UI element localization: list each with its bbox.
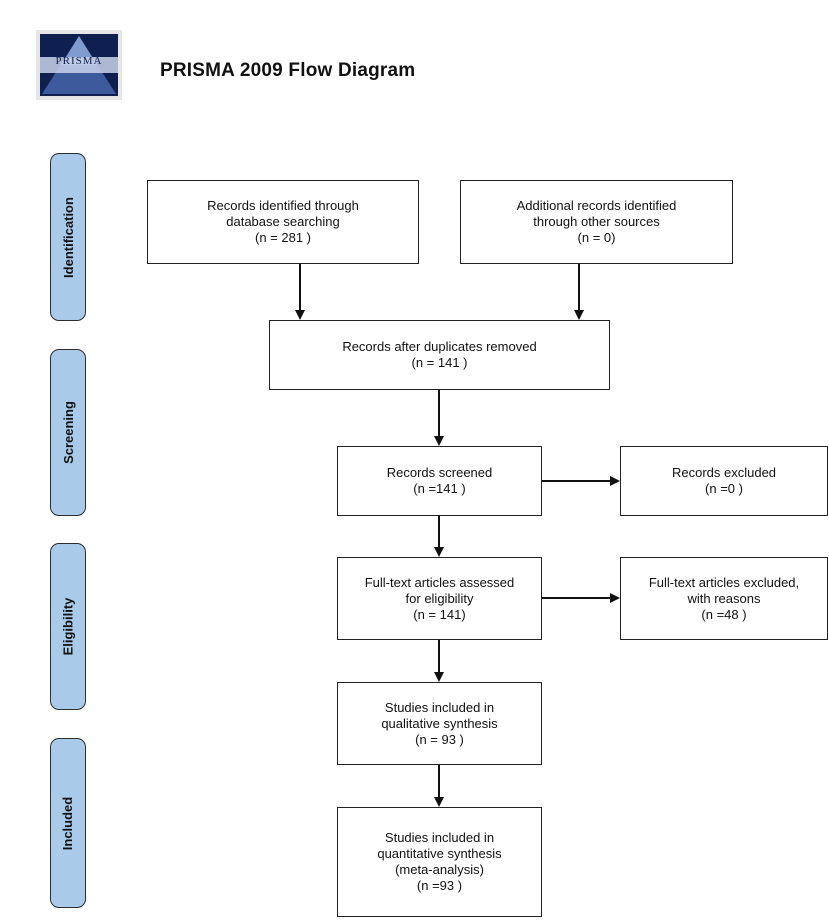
box-count: (n =0 ) xyxy=(705,481,743,496)
box-line: Full-text articles assessed xyxy=(364,574,515,590)
box-other-sources: Additional records identified through ot… xyxy=(460,180,733,264)
diagram-title: PRISMA 2009 Flow Diagram xyxy=(160,60,416,81)
phase-included: Included xyxy=(50,738,86,908)
box-line: through other sources xyxy=(533,214,660,229)
box-count: (n = 141 ) xyxy=(411,355,468,370)
box-quantitative-synthesis: Studies included in quantitative synthes… xyxy=(337,807,542,917)
box-line: qualitative synthesis xyxy=(381,715,498,731)
box-count: (n =48 ) xyxy=(701,606,747,622)
box-line: for eligibility xyxy=(405,590,474,606)
prisma-logo-text: PRISMA xyxy=(55,55,103,67)
phase-screening: Screening xyxy=(50,349,86,516)
box-records-screened: Records screened (n =141 ) xyxy=(337,446,542,516)
box-line: Records after duplicates removed xyxy=(342,339,537,354)
box-count: (n = 93 ) xyxy=(415,731,464,747)
phase-eligibility: Eligibility xyxy=(50,543,86,710)
box-line: Full-text articles excluded, xyxy=(648,574,800,590)
box-line: Records excluded xyxy=(671,465,777,480)
box-count: (n = 281 ) xyxy=(254,230,311,245)
box-count: (n = 0) xyxy=(577,230,616,245)
box-count: (n =93 ) xyxy=(416,878,463,893)
box-line: Additional records identified xyxy=(516,198,677,213)
box-count: (n =141 ) xyxy=(413,481,466,496)
box-line: Studies included in xyxy=(384,830,495,845)
phase-identification: Identification xyxy=(50,153,86,321)
box-line: database searching xyxy=(226,214,340,229)
box-line: (meta-analysis) xyxy=(395,862,484,877)
box-database-searching: Records identified through database sear… xyxy=(147,180,419,264)
prisma-logo xyxy=(36,30,122,100)
box-fulltext-assessed: Full-text articles assessed for eligibil… xyxy=(337,557,542,640)
box-line: with reasons xyxy=(687,590,761,606)
box-line: Records identified through xyxy=(207,198,359,213)
box-after-duplicates: Records after duplicates removed (n = 14… xyxy=(269,320,610,390)
box-records-excluded: Records excluded (n =0 ) xyxy=(620,446,828,516)
box-line: Studies included in xyxy=(384,699,495,715)
box-fulltext-excluded: Full-text articles excluded, with reason… xyxy=(620,557,828,640)
box-count: (n = 141) xyxy=(413,606,466,622)
box-qualitative-synthesis: Studies included in qualitative synthesi… xyxy=(337,682,542,765)
box-line: quantitative synthesis xyxy=(377,846,502,861)
box-line: Records screened xyxy=(386,465,493,480)
